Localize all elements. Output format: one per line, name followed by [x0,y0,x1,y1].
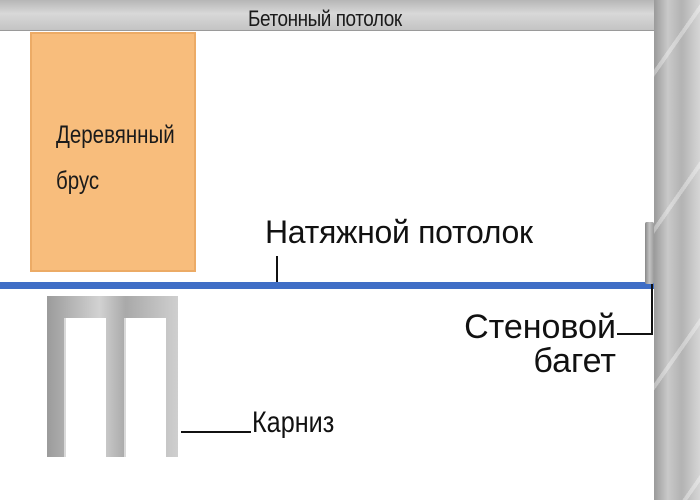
wall-baguette-leader-vertical [651,284,653,335]
wall-baguette-label-line2: багет [533,342,616,380]
cornice-slot [124,318,166,457]
wall [654,0,700,500]
wooden-beam-label: Деревянный брус [56,112,175,204]
cornice-leader [181,431,251,433]
wooden-beam-label-line2: брус [56,167,100,195]
wall-baguette-leader-horizontal [617,333,653,335]
cornice-slot [64,318,106,457]
concrete-ceiling-label: Бетонный потолок [248,6,402,31]
stretch-ceiling-line [0,282,654,289]
concrete-ceiling: Бетонный потолок [0,0,654,31]
stretch-ceiling-leader [276,256,278,284]
wall-baguette-label: Стеновой багет [451,310,616,378]
wooden-beam [30,32,196,272]
wooden-beam-label-line1: Деревянный [56,121,175,149]
wall-baguette-label-line1: Стеновой [464,308,616,346]
cornice-label: Карниз [252,406,335,439]
wall-baguette [645,222,654,284]
stretch-ceiling-label: Натяжной потолок [265,214,533,250]
